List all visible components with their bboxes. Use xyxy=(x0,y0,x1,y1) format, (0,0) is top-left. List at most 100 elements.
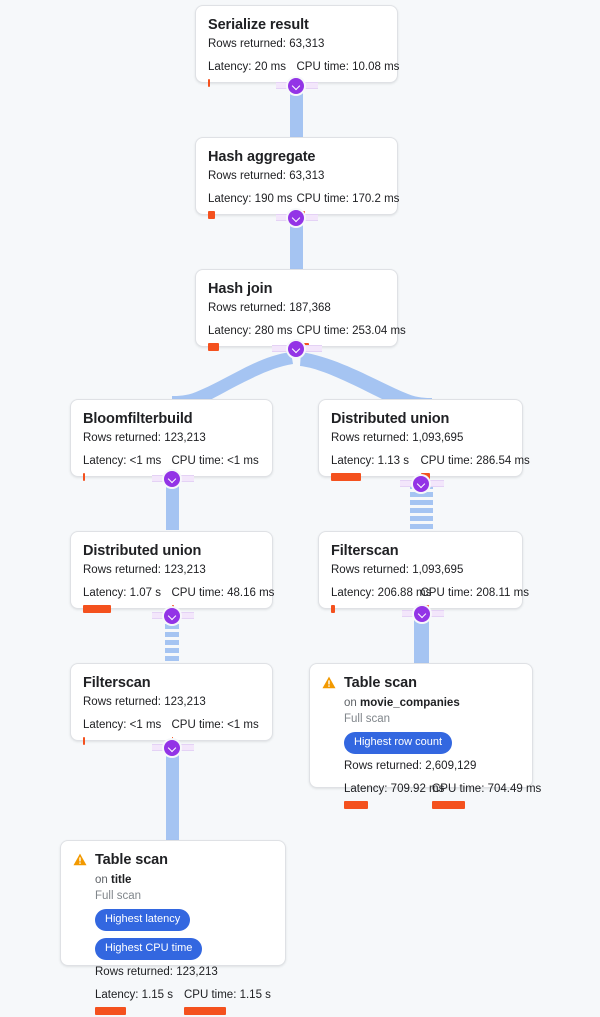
cpu-prefix: CPU time: xyxy=(296,61,353,74)
latency-label: Latency: 1.13 s xyxy=(331,454,421,469)
cpu-label: CPU time: <1 ms xyxy=(172,454,261,469)
rows-returned-label: Rows returned: xyxy=(83,564,165,577)
plan-node-table-scan-title[interactable]: Table scan on title Full scan Highest la… xyxy=(60,840,286,1016)
latency-bar xyxy=(208,343,219,352)
rows-returned-value: 2,609,129 xyxy=(425,760,477,773)
latency-metric: Latency: 190 ms xyxy=(208,192,297,220)
latency-label: Latency: 709.92 ms xyxy=(344,782,444,797)
scan-type: Full scan xyxy=(95,889,142,902)
node-title: Table scan xyxy=(95,852,168,868)
warning-triangle-icon xyxy=(322,676,336,694)
node-metrics: Latency: 20 ms CPU time: 10.08 ms xyxy=(208,60,399,88)
rows-returned-label: Rows returned: xyxy=(95,966,177,979)
status-badge[interactable]: Highest row count xyxy=(344,732,453,755)
node-header: Hash aggregate xyxy=(208,148,385,166)
scan-target: on movie_companies xyxy=(344,696,520,712)
rows-returned-label: Rows returned: xyxy=(344,760,426,773)
node-badges: Highest latency Highest CPU time xyxy=(95,909,273,961)
plan-node-hash-join[interactable]: Hash join Rows returned: 187,368 Latency… xyxy=(195,269,406,352)
node-metrics: Latency: 1.07 s CPU time: 48.16 ms xyxy=(83,586,275,614)
expand-collapse-filterscan-left[interactable] xyxy=(164,740,180,756)
rows-returned: Rows returned: 1,093,695 xyxy=(331,430,510,446)
plan-node-distributed-union-left[interactable]: Distributed union Rows returned: 123,213… xyxy=(70,531,274,614)
status-badge[interactable]: Highest CPU time xyxy=(95,938,203,961)
latency-prefix: Latency: xyxy=(83,587,130,600)
cpu-metric: CPU time: 253.04 ms xyxy=(296,324,406,352)
cpu-value: 286.54 ms xyxy=(476,455,530,468)
latency-bar xyxy=(344,801,368,810)
table-name: movie_companies xyxy=(360,697,460,709)
expand-collapse-hash-join[interactable] xyxy=(288,341,304,357)
cpu-metric: CPU time: 704.49 ms xyxy=(432,782,541,810)
cpu-value: <1 ms xyxy=(227,455,259,468)
node-title: Table scan xyxy=(344,675,417,691)
latency-value: 1.15 s xyxy=(141,989,173,1002)
node-title: Hash join xyxy=(208,281,273,297)
latency-label: Latency: 1.15 s xyxy=(95,988,184,1003)
node-title: Bloomfilterbuild xyxy=(83,411,193,427)
cpu-metric: CPU time: 10.08 ms xyxy=(296,60,399,88)
latency-label: Latency: <1 ms xyxy=(83,718,172,733)
expand-collapse-distributed-union-right[interactable] xyxy=(413,476,429,492)
expand-collapse-distributed-union-left[interactable] xyxy=(164,608,180,624)
latency-prefix: Latency: xyxy=(208,193,255,206)
cpu-value: 208.11 ms xyxy=(476,587,529,600)
rows-returned-value: 123,213 xyxy=(164,564,206,577)
latency-value: <1 ms xyxy=(129,719,162,732)
rows-returned: Rows returned: 63,313 xyxy=(208,36,385,52)
latency-metric: Latency: <1 ms xyxy=(83,718,172,746)
plan-node-table-scan-movie-companies[interactable]: Table scan on movie_companies Full scan … xyxy=(309,663,541,810)
plan-node-filterscan-left[interactable]: Filterscan Rows returned: 123,213 Latenc… xyxy=(70,663,273,746)
latency-prefix: Latency: xyxy=(208,61,255,74)
cpu-bar xyxy=(432,801,466,810)
latency-metric: Latency: 1.07 s xyxy=(83,586,172,614)
node-header: Filterscan xyxy=(83,674,260,692)
latency-label: Latency: 190 ms xyxy=(208,192,297,207)
node-title: Distributed union xyxy=(83,543,202,559)
table-name: title xyxy=(111,874,132,886)
cpu-label: CPU time: 704.49 ms xyxy=(432,782,541,797)
latency-bar xyxy=(83,605,112,614)
rows-returned-label: Rows returned: xyxy=(208,38,290,51)
rows-returned: Rows returned: 187,368 xyxy=(208,300,385,316)
latency-bar xyxy=(331,473,361,482)
plan-node-distributed-union-right[interactable]: Distributed union Rows returned: 1,093,6… xyxy=(318,399,530,482)
latency-prefix: Latency: xyxy=(344,783,391,796)
rows-returned-value: 123,213 xyxy=(176,966,218,979)
cpu-value: 1.15 s xyxy=(239,989,271,1002)
node-header: Bloomfilterbuild xyxy=(83,410,260,428)
rows-returned-label: Rows returned: xyxy=(331,564,413,577)
expand-collapse-serialize[interactable] xyxy=(288,78,304,94)
cpu-metric: CPU time: <1 ms xyxy=(171,718,261,746)
node-header: Table scan xyxy=(322,674,520,694)
node-title: Filterscan xyxy=(331,543,399,559)
expand-collapse-filterscan-right[interactable] xyxy=(414,606,430,622)
plan-node-hash-aggregate[interactable]: Hash aggregate Rows returned: 63,313 Lat… xyxy=(195,137,399,220)
node-title: Serialize result xyxy=(208,17,309,33)
plan-node-bloomfilterbuild[interactable]: Bloomfilterbuild Rows returned: 123,213 … xyxy=(70,399,273,482)
latency-prefix: Latency: xyxy=(331,455,378,468)
latency-prefix: Latency: xyxy=(83,455,130,468)
node-header-text: Table scan xyxy=(344,674,417,692)
cpu-prefix: CPU time: xyxy=(171,587,228,600)
expand-collapse-hash-aggregate[interactable] xyxy=(288,210,304,226)
status-badge[interactable]: Highest latency xyxy=(95,909,191,932)
latency-bar xyxy=(208,79,210,88)
latency-label: Latency: 20 ms xyxy=(208,60,297,75)
expand-collapse-bloomfilterbuild[interactable] xyxy=(164,471,180,487)
scan-target: on title xyxy=(95,873,273,889)
cpu-value: <1 ms xyxy=(227,719,259,732)
latency-value: 206.88 ms xyxy=(377,587,432,600)
rows-returned-value: 1,093,695 xyxy=(412,564,464,577)
latency-prefix: Latency: xyxy=(83,719,130,732)
cpu-prefix: CPU time: xyxy=(296,193,353,206)
latency-bar xyxy=(83,473,85,482)
cpu-prefix: CPU time: xyxy=(296,325,353,338)
node-header: Serialize result xyxy=(208,16,385,34)
rows-returned-value: 123,213 xyxy=(164,696,206,709)
latency-value: 709.92 ms xyxy=(390,783,445,796)
plan-node-serialize-result[interactable]: Serialize result Rows returned: 63,313 L… xyxy=(195,5,399,88)
plan-node-filterscan-right[interactable]: Filterscan Rows returned: 1,093,695 Late… xyxy=(318,531,529,614)
cpu-label: CPU time: 48.16 ms xyxy=(171,586,275,601)
